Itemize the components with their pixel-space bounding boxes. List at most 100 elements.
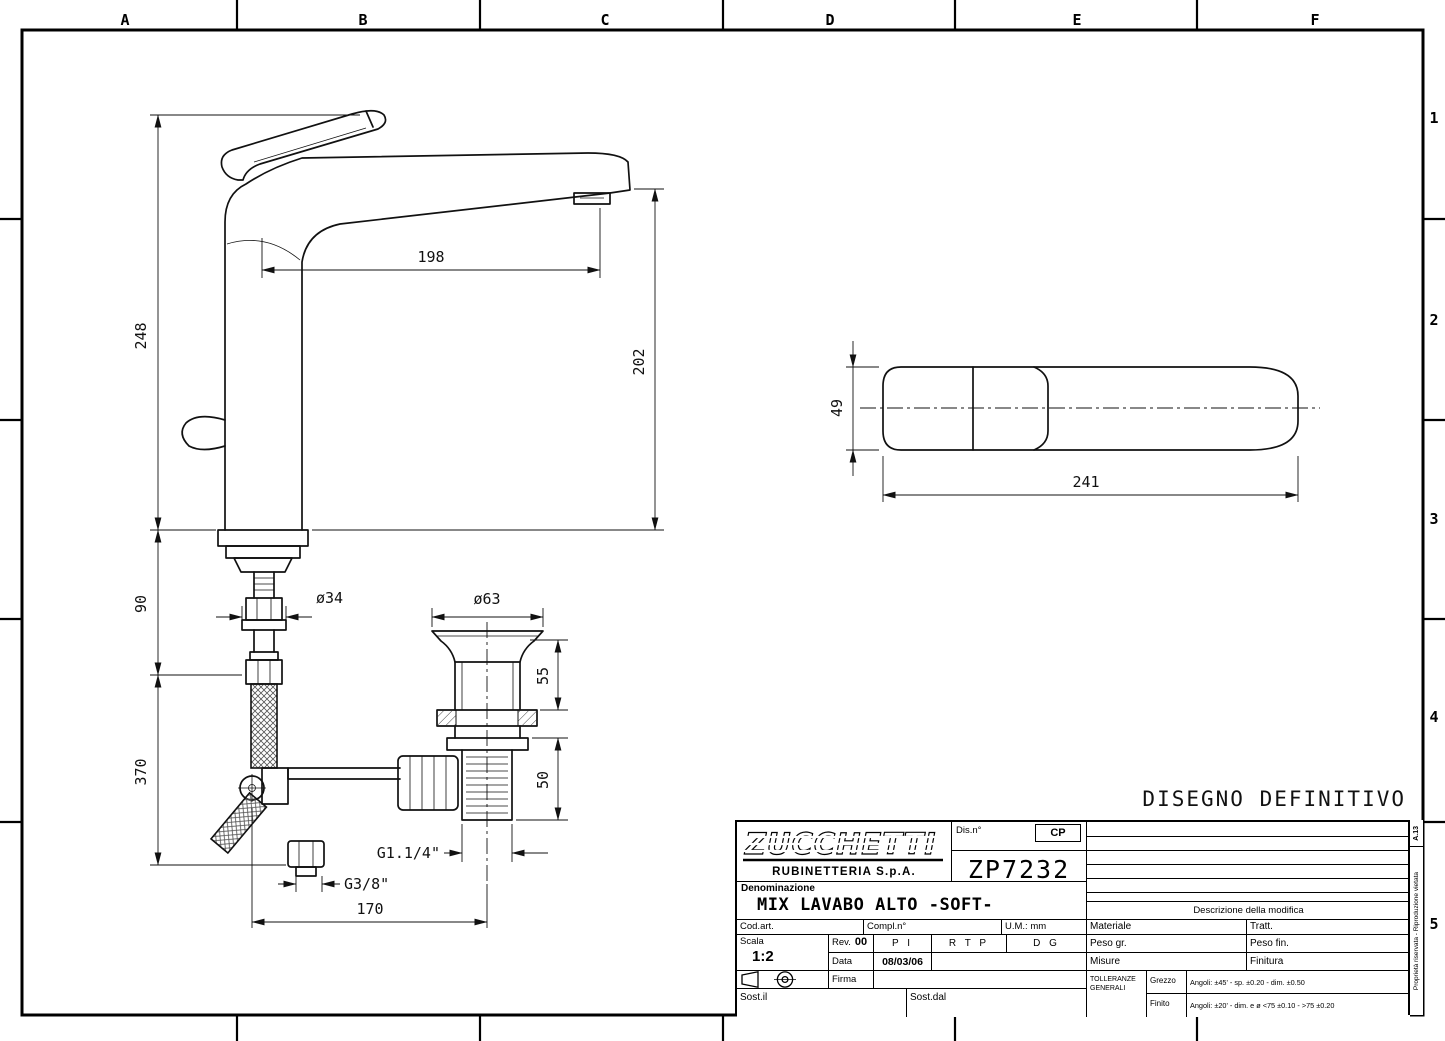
finitura-cell: Finitura	[1247, 953, 1410, 971]
company-name: RUBINETTERIA S.p.A.	[772, 866, 916, 878]
grezzo-tolerance: Angoli: ±45' - sp. ±0.20 - dim. ±0.50	[1190, 978, 1305, 987]
data-label: Data	[832, 956, 853, 967]
rev-cell: Rev.00	[829, 935, 874, 953]
rev-value: 00	[854, 936, 868, 948]
firma-cell: Firma	[829, 971, 874, 989]
compl-label: Compl.n°	[867, 921, 907, 932]
cod-art-label: Cod.art.	[740, 921, 774, 932]
misure-cell: Misure	[1087, 953, 1247, 971]
grezzo-cell: Grezzo	[1147, 971, 1187, 994]
zone-letter: C	[600, 11, 609, 29]
dim-55-label: 55	[534, 667, 552, 685]
title-block: ZUCCHETTI RUBINETTERIA S.p.A. Dis.n° CP …	[735, 820, 1410, 1017]
modification-caption-cell: Descrizione della modifica	[1087, 902, 1410, 920]
zone-number: 4	[1429, 708, 1438, 726]
dim-g38-label: G3/8"	[344, 875, 389, 893]
denomination-value: MIX LAVABO ALTO -SOFT-	[757, 895, 994, 915]
dim-198-label: 198	[417, 248, 444, 266]
dim-370-label: 370	[132, 758, 150, 785]
zone-number: 3	[1429, 510, 1438, 528]
dim-241-label: 241	[1072, 473, 1099, 491]
sig2: R T P	[948, 938, 990, 949]
finitura-label: Finitura	[1250, 956, 1284, 967]
zone-letter: A	[120, 11, 129, 29]
tolleranze-line1: TOLLERANZE	[1090, 976, 1136, 983]
logo-cell: ZUCCHETTI RUBINETTERIA S.p.A.	[737, 822, 952, 882]
sig1-cell: P I	[874, 935, 932, 953]
dis-label: Dis.n°	[956, 825, 982, 836]
um-label: U.M.: mm	[1005, 921, 1047, 932]
sig3: D G	[1033, 938, 1060, 949]
tolleranze-line2: GENERALI	[1090, 984, 1126, 992]
modification-row-line	[1087, 892, 1410, 893]
sig2-cell: R T P	[932, 935, 1007, 953]
grezzo-label: Grezzo	[1150, 976, 1176, 985]
zone-letter: F	[1310, 11, 1319, 29]
drawing-number: ZP7232	[967, 855, 1071, 882]
modification-row-line	[1087, 864, 1410, 865]
dim-dia34-label: ø34	[316, 589, 343, 607]
empty-cell	[932, 953, 1087, 971]
zone-letter: D	[825, 11, 834, 29]
data-value-cell: 08/03/06	[874, 953, 932, 971]
modification-caption: Descrizione della modifica	[1193, 905, 1304, 916]
dim-49-label: 49	[828, 399, 846, 417]
zone-number: 2	[1429, 311, 1438, 329]
finito-tolerance: Angoli: ±20' - dim. e ø <75 ±0.10 - >75 …	[1190, 1001, 1335, 1010]
dim-202-label: 202	[630, 348, 648, 375]
modification-row-line	[1087, 836, 1410, 837]
dim-248-label: 248	[132, 322, 150, 349]
scala-cell: Scala 1:2	[737, 935, 829, 971]
firma-label: Firma	[832, 974, 857, 985]
zucchetti-logo: ZUCCHETTI	[743, 826, 943, 862]
peso-gr-cell: Peso gr.	[1087, 935, 1247, 953]
finito-cell: Finito	[1147, 994, 1187, 1017]
grezzo-tolerance-cell: Angoli: ±45' - sp. ±0.20 - dim. ±0.50	[1187, 971, 1410, 994]
peso-fin-label: Peso fin.	[1250, 938, 1289, 949]
peso-fin-cell: Peso fin.	[1247, 935, 1410, 953]
dimensions: 248 198 202 90 370 ø34 ø63 55 50	[132, 114, 1299, 928]
sig3-cell: D G	[1007, 935, 1087, 953]
peso-gr-label: Peso gr.	[1090, 938, 1127, 949]
denomination-cell: Denominazione MIX LAVABO ALTO -SOFT-	[737, 882, 1087, 920]
edge-code: A.13	[1413, 825, 1420, 841]
edge-strip: A.13 Proprietà riservata - Riproduzione …	[1408, 820, 1423, 1015]
sost-il-cell: Sost.il	[737, 989, 907, 1017]
tolleranze-label-cell: TOLLERANZE GENERALI	[1087, 971, 1147, 1017]
dim-g114-label: G1.1/4"	[377, 844, 440, 862]
edge-note-box: Proprietà riservata - Riproduzione vieta…	[1413, 847, 1420, 1015]
modification-row-line	[1087, 850, 1410, 851]
dim-dia63-label: ø63	[473, 590, 500, 608]
faucet-side-view	[181, 109, 631, 882]
first-angle-projection-icon	[741, 971, 796, 988]
compl-cell: Compl.n°	[864, 920, 1002, 935]
um-cell: U.M.: mm	[1002, 920, 1087, 935]
cp-badge: CP	[1035, 824, 1081, 842]
zone-letter: E	[1072, 11, 1081, 29]
modification-row-line	[1087, 878, 1410, 879]
finito-tolerance-cell: Angoli: ±20' - dim. e ø <75 ±0.10 - >75 …	[1187, 994, 1410, 1017]
dim-170-label: 170	[356, 900, 383, 918]
finito-label: Finito	[1150, 999, 1170, 1008]
materiale-label: Materiale	[1090, 921, 1132, 932]
cod-art-cell: Cod.art.	[737, 920, 864, 935]
tratt-cell: Tratt.	[1247, 920, 1410, 935]
faucet-top-view	[860, 366, 1320, 451]
dim-50-label: 50	[534, 771, 552, 789]
data-cell: Data	[829, 953, 874, 971]
denomination-label: Denominazione	[741, 883, 815, 894]
sost-il-label: Sost.il	[740, 992, 768, 1003]
rev-label: Rev.	[832, 937, 851, 948]
materiale-cell: Materiale	[1087, 920, 1247, 935]
dim-90-label: 90	[132, 595, 150, 613]
zone-letter: B	[358, 11, 367, 29]
scala-label: Scala	[740, 936, 764, 947]
misure-label: Misure	[1090, 956, 1121, 967]
drawing-status-note: DISEGNO DEFINITIVO	[1142, 787, 1406, 811]
modification-rows	[1087, 822, 1410, 902]
data-value: 08/03/06	[882, 956, 923, 968]
